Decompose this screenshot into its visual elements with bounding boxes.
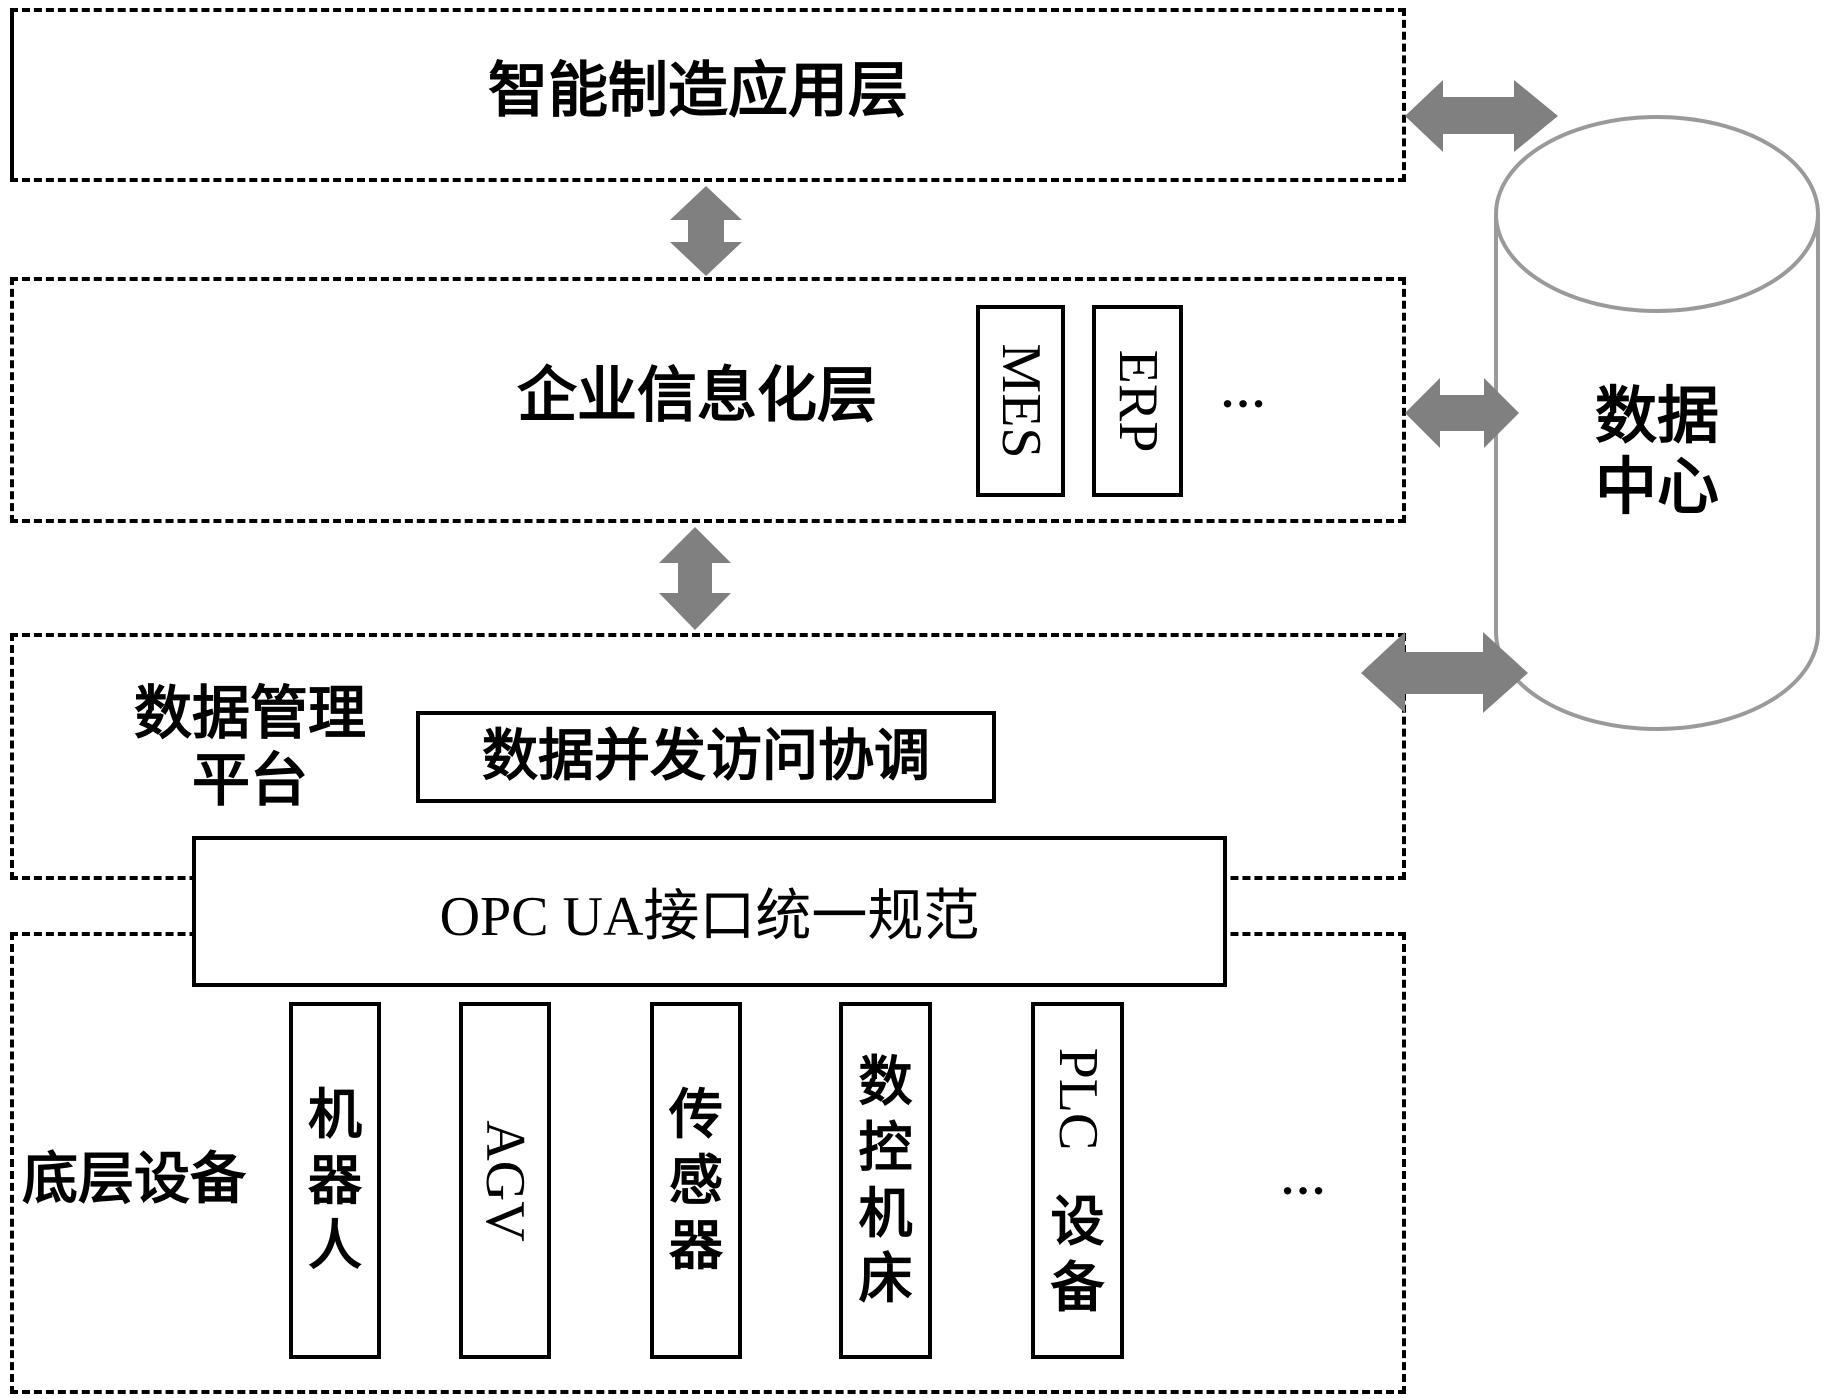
arrow-enterprise-to-datacenter xyxy=(1405,378,1519,448)
enterprise-layer-frame xyxy=(10,277,1406,523)
application-layer-title: 智能制造应用层 xyxy=(488,56,908,126)
opc-ua-label: OPC UA接口统一规范 xyxy=(439,886,980,948)
device-sensor-box: 传感器 xyxy=(650,1002,742,1359)
data-center-label: 数据 中心 xyxy=(1560,380,1754,523)
erp-box: ERP xyxy=(1092,305,1183,497)
data-center-label-line1: 数据 xyxy=(1594,379,1719,452)
application-layer-frame xyxy=(10,8,1406,182)
mes-label: MES xyxy=(989,343,1052,459)
enterprise-layer-title: 企业信息化层 xyxy=(517,361,877,431)
data-management-title-line1: 数据管理 xyxy=(133,679,366,747)
device-robot-label: 机器人 xyxy=(308,1082,362,1278)
device-plc-box: PLC 设备 xyxy=(1031,1002,1124,1359)
device-ellipsis: … xyxy=(1280,1153,1327,1204)
data-management-title-line2: 平台 xyxy=(191,745,308,814)
concurrency-coordination-box: 数据并发访问协调 xyxy=(416,711,996,803)
enterprise-ellipsis: … xyxy=(1220,366,1267,417)
device-robot-box: 机器人 xyxy=(289,1002,381,1359)
device-layer-title: 底层设备 xyxy=(22,1147,246,1212)
concurrency-coordination-label: 数据并发访问协调 xyxy=(482,723,930,789)
arrow-enterprise-to-datamgmt xyxy=(659,527,731,630)
device-agv-box: AGV xyxy=(459,1002,551,1359)
arrow-app-to-datacenter xyxy=(1405,80,1558,152)
device-plc-suffix: 设备 xyxy=(1050,1190,1105,1319)
opc-ua-box: OPC UA接口统一规范 xyxy=(192,836,1227,987)
data-center-label-line2: 中心 xyxy=(1594,450,1719,524)
device-cnc-box: 数控机床 xyxy=(839,1002,932,1359)
arrow-app-to-enterprise xyxy=(670,186,742,276)
data-management-title: 数据管理 平台 xyxy=(120,680,380,813)
device-plc-prefix: PLC xyxy=(1046,1047,1109,1151)
device-cnc-label: 数控机床 xyxy=(858,1049,913,1311)
mes-box: MES xyxy=(976,305,1065,497)
erp-label: ERP xyxy=(1106,349,1169,453)
device-agv-label: AGV xyxy=(474,1119,536,1242)
device-sensor-label: 传感器 xyxy=(669,1082,723,1278)
